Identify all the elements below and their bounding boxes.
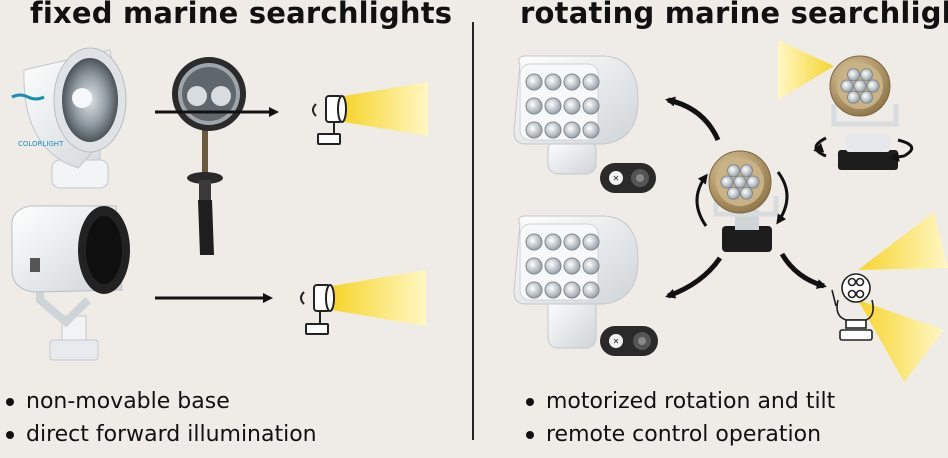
led-cluster-topright [840,68,880,104]
arrow-to-tilt-icon [779,252,827,289]
led-dot [727,164,740,178]
searchlight-icon [312,95,347,145]
led-dot [525,121,543,139]
led-dot [544,73,562,91]
led-dot [525,97,543,115]
led-dot [740,164,753,178]
fixed-features-list: non-movable base direct forward illumina… [2,385,317,451]
fixed-searchlight-white-photo: COLORLIGHT [11,47,127,189]
light-beam-top [344,82,428,136]
remote-control-top-photo: ✕ [600,163,656,193]
led-dot [840,79,854,93]
led-dot [582,233,600,251]
light-beam-up [858,212,948,270]
led-dot [740,186,753,200]
arrow-to-top-led [665,96,721,142]
list-item: motorized rotation and tilt [522,385,835,418]
rotating-searchlight-topright-photo [778,40,899,170]
led-dot [544,257,562,275]
fixed-searchlight-large-photo [11,205,130,361]
led-dot [525,257,543,275]
led-dot [563,97,581,115]
arrow-to-bottom-led [665,256,723,299]
rotation-arrow-right [776,171,789,225]
fixed-beam-icon-top [312,82,428,145]
led-dot [563,257,581,275]
led-dot [720,175,734,189]
led-dot [563,233,581,251]
list-item: direct forward illumination [2,418,317,451]
led-dot [544,97,562,115]
rotating-features-list: motorized rotation and tilt remote contr… [522,385,835,451]
fixed-beam-icon-bottom [300,270,426,335]
led-dot [563,73,581,91]
led-dot [746,175,760,189]
led-dot [525,233,543,251]
led-dot [544,281,562,299]
led-dot [847,68,860,82]
led-dot [582,73,600,91]
led-dot [853,79,867,93]
led-dot [563,281,581,299]
led-dot [544,121,562,139]
section-divider [472,22,474,440]
led-dot [860,90,873,104]
bullet-dot [526,431,534,439]
led-dot [733,175,747,189]
rotation-arrow-left [695,173,708,227]
rotating-beam-icon [831,212,948,382]
led-dot [582,281,600,299]
led-dot [525,281,543,299]
rotation-arrow-base [889,138,914,162]
list-item: non-movable base [2,385,317,418]
led-dot [563,121,581,139]
led-dot [860,68,873,82]
led-dot [582,257,600,275]
led-cluster-center [720,164,760,200]
light-beam-down [858,300,944,382]
led-dot [582,121,600,139]
bullet-dot [526,398,534,406]
remote-control-bottom-photo: ✕ [600,326,658,356]
light-beam-bottom [332,270,426,326]
fixed-searchlight-pole-photo [172,57,246,255]
light-beam-topright [778,40,834,100]
fixed-section-title: fixed marine searchlights [30,0,453,30]
led-dot [544,233,562,251]
logo-text: COLORLIGHT [18,140,64,148]
led-dot [866,79,880,93]
list-item: remote control operation [522,418,835,451]
svg-text:✕: ✕ [613,337,620,346]
searchlight-icon [300,284,335,335]
led-dot [525,73,543,91]
led-dot [582,97,600,115]
led-dot [727,186,740,200]
svg-text:✕: ✕ [613,174,620,183]
led-dot [847,90,860,104]
led-grid-bottom [525,233,600,299]
bullet-dot [6,431,14,439]
led-grid-top [525,73,600,139]
rotating-section-title: rotating marine searchlights [520,0,948,30]
bullet-dot [6,398,14,406]
